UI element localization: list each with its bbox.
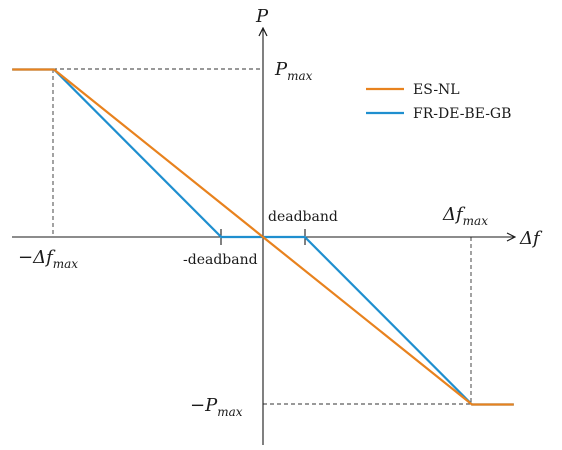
neg-dfmax-label: −Δfmax xyxy=(18,247,78,271)
deadband-label: deadband xyxy=(268,209,338,225)
legend-label-fr-de-be-gb: FR-DE-BE-GB xyxy=(413,106,511,122)
y-axis-label: P xyxy=(255,6,269,27)
legend: ES-NL FR-DE-BE-GB xyxy=(366,82,511,122)
legend-label-es-nl: ES-NL xyxy=(413,82,460,98)
x-axis-label: Δf xyxy=(519,228,543,249)
neg-pmax-label: −Pmax xyxy=(190,395,243,419)
pmax-label: Pmax xyxy=(274,59,313,83)
neg-deadband-label: -deadband xyxy=(183,252,258,268)
dfmax-label: Δfmax xyxy=(442,204,488,228)
series-line-es-nl xyxy=(12,68,514,406)
guide-lines xyxy=(52,68,472,405)
